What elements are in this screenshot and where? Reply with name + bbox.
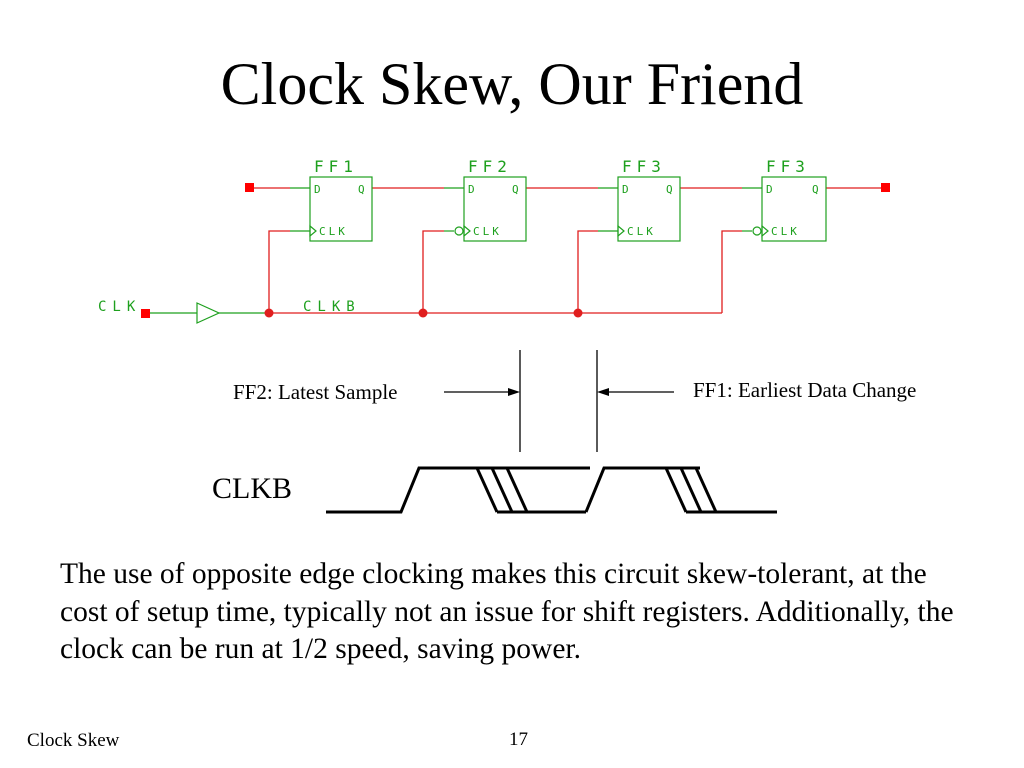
schematic-components: [146, 176, 827, 324]
ff2-label: FF2: [468, 157, 512, 176]
earliest-change-annotation: FF1: Earliest Data Change: [693, 378, 917, 402]
waveform-trace: [679, 467, 703, 513]
ff2-box: [463, 176, 527, 242]
waveform-trace: [326, 466, 590, 514]
schematic-junctions: [264, 308, 583, 318]
ff4-box: [761, 176, 827, 242]
ff1-clock-wedge-icon: [309, 224, 317, 238]
waveform-label: CLKB: [212, 472, 293, 505]
latest-sample-annotation: FF2: Latest Sample: [233, 380, 398, 404]
ff2-q-pin-label: Q: [512, 183, 519, 196]
waveform-trace: [505, 467, 529, 513]
ff4-clock-tap-wire: [721, 230, 742, 313]
ff4-d-pin-label: D: [766, 183, 773, 196]
clkb-net-label: CLKB: [303, 299, 361, 315]
waveform-trace: [490, 467, 514, 513]
ff4-clk-pin-label: CLK: [771, 225, 800, 238]
ff4-inverting-bubble-icon: [752, 226, 762, 236]
ff1-q-pin-label: Q: [358, 183, 365, 196]
ff1-box: [309, 176, 373, 242]
junction-dot: [573, 308, 583, 318]
clock-inverter-icon: [196, 302, 221, 324]
explanation-paragraph: The use of opposite edge clocking makes …: [60, 558, 954, 665]
junction-dot: [418, 308, 428, 318]
schematic-ports: [141, 183, 890, 318]
ff3-label: FF3: [622, 157, 666, 176]
ff2-d-pin-label: D: [468, 183, 475, 196]
waveform-trace: [475, 467, 499, 513]
data-output-port-icon: [881, 183, 890, 192]
right-arrowhead-icon: [508, 388, 520, 396]
waveform-trace: [584, 466, 700, 513]
junction-dot: [264, 308, 274, 318]
ff1-clk-pin-label: CLK: [319, 225, 348, 238]
data-input-port-icon: [245, 183, 254, 192]
ff3-box: [617, 176, 681, 242]
ff3-clk-pin-label: CLK: [627, 225, 656, 238]
ff2-clock-tap-wire: [422, 230, 444, 313]
ff2-clock-wedge-icon: [463, 224, 471, 238]
timing-markers: [444, 350, 674, 452]
ff3-clock-wedge-icon: [617, 224, 625, 238]
ff4-q-pin-label: Q: [812, 183, 819, 196]
ff4-label: FF3: [766, 157, 810, 176]
clk-input-port-icon: [141, 309, 150, 318]
ff3-d-pin-label: D: [622, 183, 629, 196]
left-arrowhead-icon: [597, 388, 609, 396]
ff3-q-pin-label: Q: [666, 183, 673, 196]
clk-input-label: CLK: [98, 299, 141, 315]
waveform-trace: [694, 467, 718, 513]
slide-title: Clock Skew, Our Friend: [220, 51, 804, 117]
ff1-clock-tap-wire: [268, 230, 290, 313]
footer-section-title: Clock Skew: [27, 730, 120, 751]
ff2-clk-pin-label: CLK: [473, 225, 502, 238]
ff1-d-pin-label: D: [314, 183, 321, 196]
schematic-wires: [250, 187, 885, 314]
page-number: 17: [509, 729, 528, 750]
ff2-inverting-bubble-icon: [454, 226, 464, 236]
ff3-clock-tap-wire: [577, 230, 598, 313]
ff4-clock-wedge-icon: [761, 224, 769, 238]
clkb-waveform: [326, 466, 777, 514]
waveform-trace: [664, 467, 688, 513]
ff1-label: FF1: [314, 157, 358, 176]
